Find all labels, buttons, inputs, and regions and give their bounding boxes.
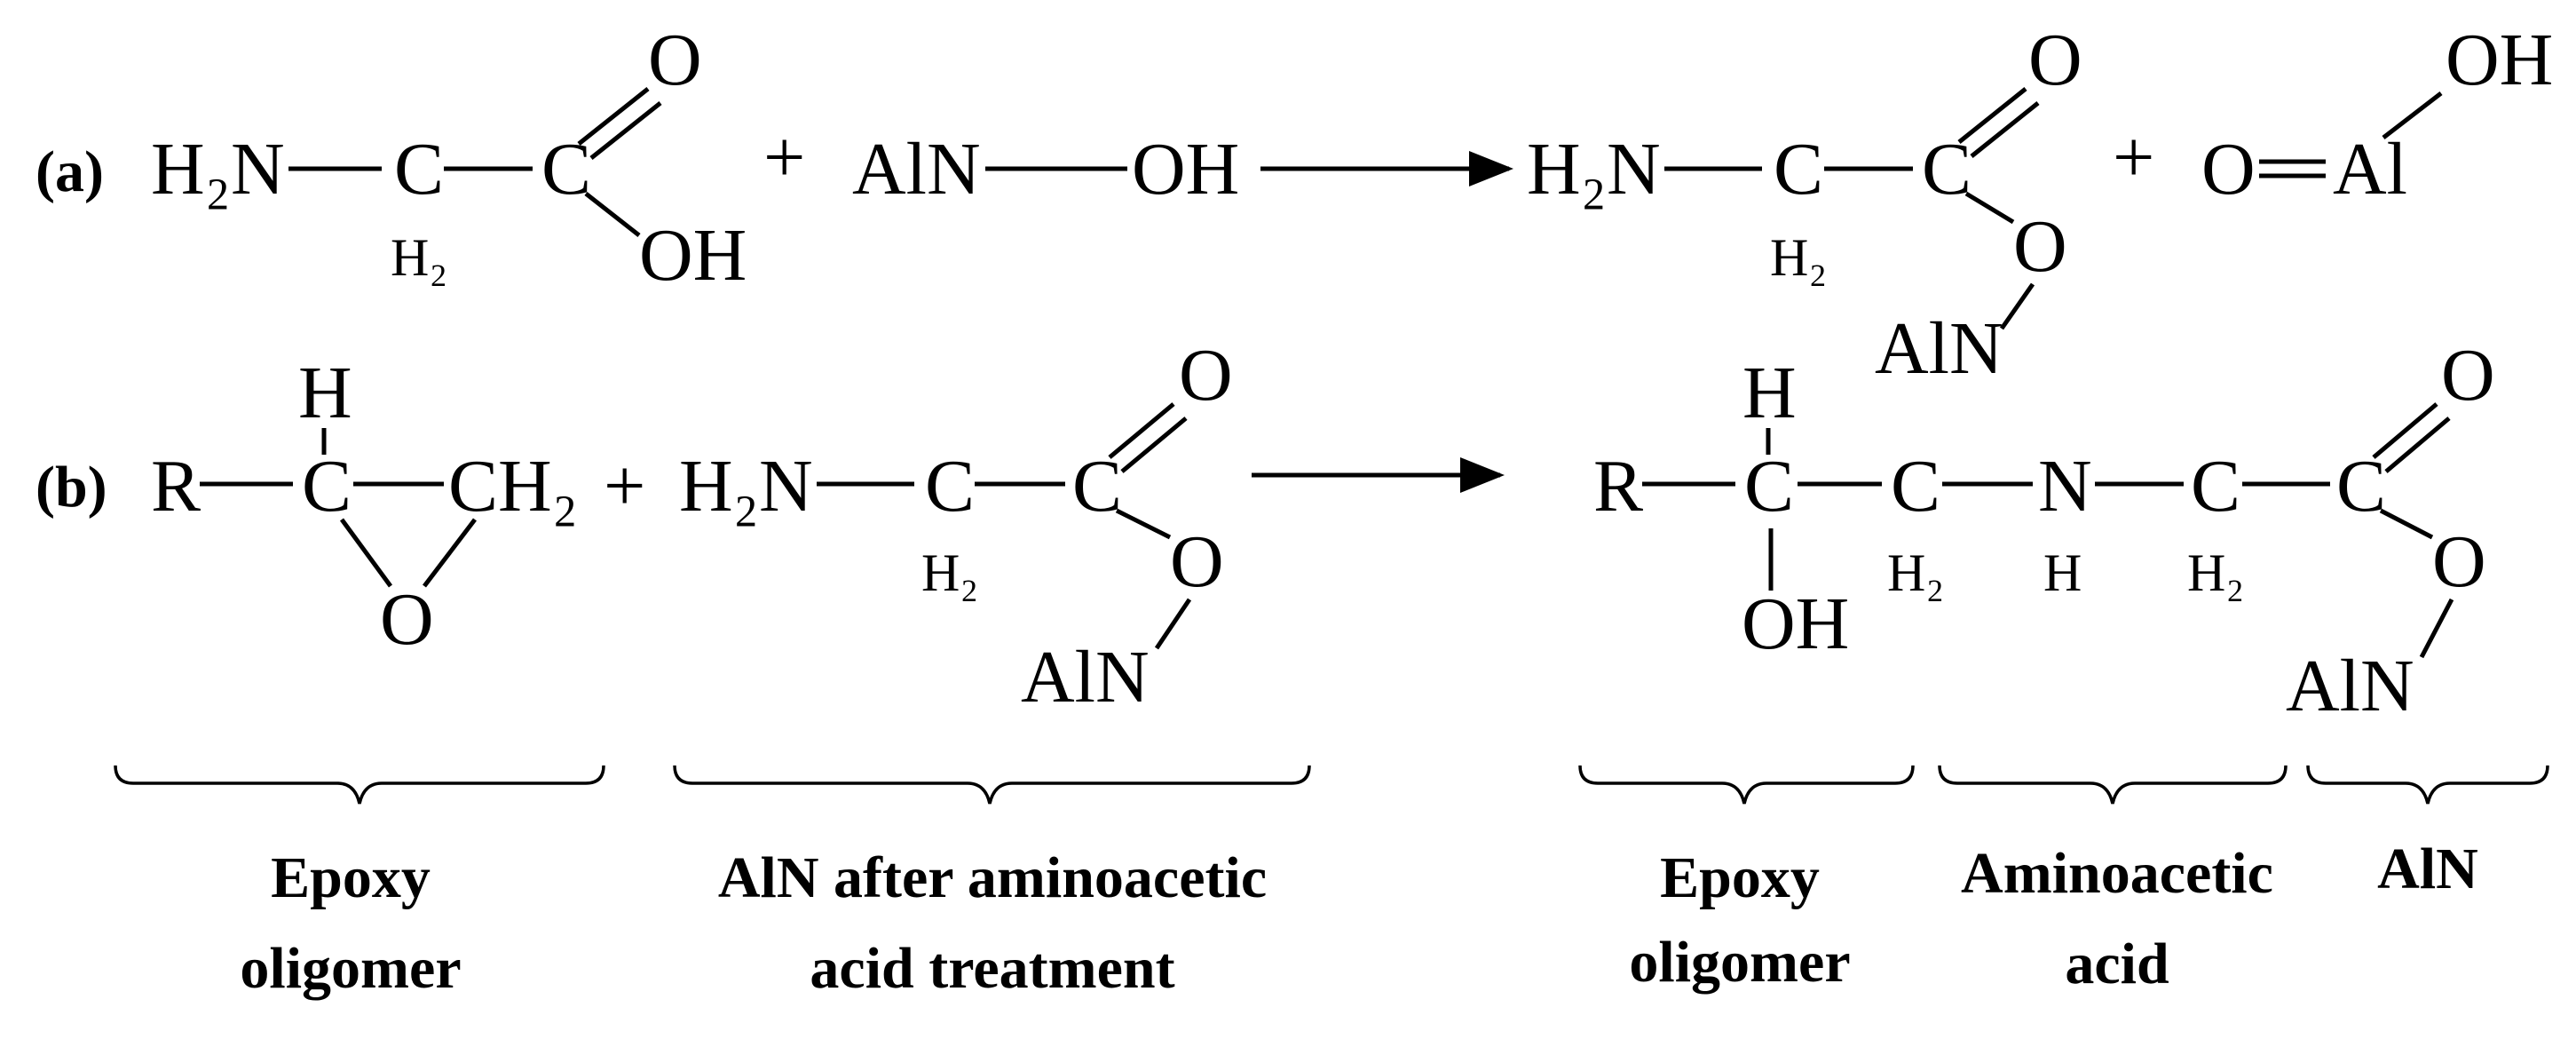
double-bond [2384, 416, 2451, 473]
product-aln: AlN [1875, 307, 2003, 390]
glycine-oh: OH [639, 214, 747, 297]
label-a: (a) [36, 139, 104, 204]
treated-carbonyl-o: O [1179, 334, 1233, 416]
bond [1154, 598, 1192, 650]
glycine-carbonyl-o: O [648, 19, 702, 101]
product-h: H [1742, 352, 1797, 434]
bond [2379, 508, 2434, 540]
epoxide-h: H [298, 352, 352, 434]
alooh-o: O [2201, 128, 2256, 210]
epoxide-r: R [151, 445, 201, 527]
alooh-al: Al [2333, 128, 2407, 210]
brace-treated-aln [673, 765, 1311, 805]
epoxide-c: C [302, 445, 352, 527]
treated-h2n: H₂N [679, 445, 813, 527]
product-n-h: H [2043, 543, 2082, 602]
alooh-oh: OH [2446, 19, 2553, 101]
bond [1115, 508, 1172, 540]
product-aln: AlN [2286, 645, 2414, 727]
product-c2: C [1891, 445, 1940, 527]
product-carbonyl-o: O [2028, 19, 2082, 101]
bond [1964, 191, 2015, 225]
brace-epoxy-right [1578, 765, 1915, 805]
product-carboxyl-c: C [1922, 128, 1972, 210]
label-b: (b) [36, 455, 107, 520]
caption-epoxy-right-line2: oligomer [1629, 930, 1850, 995]
epoxide-o: O [380, 578, 434, 661]
product-carbonyl-o: O [2441, 334, 2495, 416]
treated-aln: AlN [1021, 636, 1150, 718]
product-c3: C [2191, 445, 2240, 527]
double-bond [1957, 87, 2027, 144]
bond [2419, 598, 2454, 659]
glycine-ch2-c: C [394, 128, 444, 210]
treated-ch2-c: C [925, 445, 975, 527]
plus-b: + [604, 445, 645, 527]
double-bond [2372, 402, 2438, 459]
product-ch2-h2: H₂ [1770, 228, 1827, 287]
product-c2-h2: H₂ [1887, 543, 1944, 602]
product-h2n: H₂N [1527, 128, 1661, 210]
aln-oh: OH [1132, 128, 1239, 210]
bond [584, 192, 641, 237]
caption-aminoacetic-line2: acid [2065, 932, 2169, 996]
bond [2382, 91, 2443, 139]
epoxide-ch2: CH₂ [448, 445, 578, 527]
caption-treated-line2: acid treatment [810, 936, 1174, 1001]
bond [423, 518, 477, 588]
product-ch2-c: C [1774, 128, 1823, 210]
reaction-a: (a) H₂N C H₂ C O OH + AlN OH H₂N C H₂ C … [36, 19, 2553, 390]
caption-aln: AlN [2377, 837, 2478, 901]
captions: Epoxy oligomer AlN after aminoacetic aci… [240, 837, 2477, 1001]
caption-epoxy-left-line2: oligomer [240, 936, 461, 1001]
treated-ester-o: O [1170, 520, 1224, 603]
double-bond [1970, 101, 2040, 158]
braces [114, 765, 2549, 805]
product-c1: C [1744, 445, 1794, 527]
plus-a2: + [2113, 116, 2154, 199]
glycine-h2n: H₂N [151, 128, 285, 210]
double-bond [1108, 402, 1175, 459]
product-c4: C [2336, 445, 2386, 527]
product-r: R [1593, 445, 1643, 527]
product-ester-o: O [2432, 520, 2486, 603]
product-oh: OH [1742, 583, 1849, 665]
brace-aminoacetic [1938, 765, 2288, 805]
double-bond [589, 101, 662, 160]
caption-treated-line1: AlN after aminoacetic [718, 845, 1267, 910]
bond [339, 518, 393, 588]
product-n: N [2038, 445, 2092, 527]
treated-ch2-h2: H₂ [921, 543, 978, 602]
caption-epoxy-left-line1: Epoxy [271, 845, 431, 910]
plus-a1: + [763, 116, 805, 199]
bond [1999, 282, 2035, 330]
double-bond [1120, 416, 1188, 473]
caption-epoxy-right-line1: Epoxy [1660, 845, 1820, 910]
treated-carboxyl-c: C [1072, 445, 1122, 527]
aln-reactant: AlN [852, 128, 981, 210]
brace-epoxy-left [114, 765, 605, 805]
double-bond [577, 87, 650, 146]
glycine-ch2-h2: H₂ [391, 228, 447, 287]
brace-aln [2306, 765, 2549, 805]
product-c3-h2: H₂ [2187, 543, 2244, 602]
product-ester-o: O [2013, 205, 2067, 288]
caption-aminoacetic-line1: Aminoacetic [1961, 841, 2273, 906]
reaction-b: (b) R H C CH₂ O + H₂N C H₂ C O O AlN R H [36, 334, 2495, 727]
